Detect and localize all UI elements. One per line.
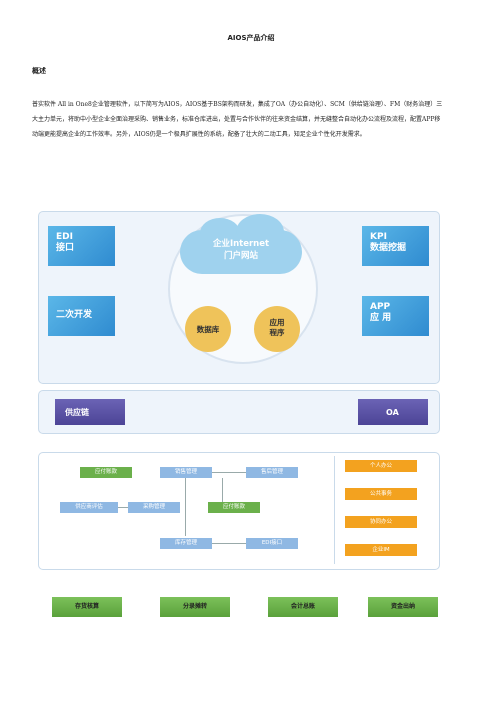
section-heading: 概述 <box>32 67 46 75</box>
modules-divider <box>334 456 335 564</box>
cloud-label: 企业Internet 门户网站 <box>212 239 270 261</box>
application-label: 应用 程序 <box>269 318 285 337</box>
finance-general-ledger: 会计总账 <box>268 597 338 617</box>
module-edi: EDI接口 <box>246 538 298 549</box>
supply-chain-bar: 供应链 <box>55 399 125 425</box>
connector-line <box>212 543 246 544</box>
module-sales: 销售管理 <box>160 467 212 478</box>
oa-enterprise-im: 企业IM <box>345 544 417 556</box>
module-purchase: 采购管理 <box>128 502 180 513</box>
module-accounts-payable: 应付账款 <box>80 467 132 478</box>
database-label: 数据库 <box>196 325 220 334</box>
module-supplier-eval: 供应商评估 <box>60 502 118 513</box>
module-inventory: 库存管理 <box>160 538 212 549</box>
oa-personal-office: 个人办公 <box>345 460 417 472</box>
cloud-bump-1 <box>200 218 240 248</box>
intro-paragraph: 普实软件 All in One8企业管理软件，以下简写为AIOS，AIOS基于B… <box>32 101 443 138</box>
connector-line <box>185 478 186 536</box>
module-accounts-receivable: 应付账款 <box>208 502 260 513</box>
module-after-sales: 售后管理 <box>246 467 298 478</box>
oa-public-affairs: 公共事务 <box>345 488 417 500</box>
cloud-bump-2 <box>236 214 284 250</box>
oa-bar: OA <box>358 399 428 425</box>
connector-line <box>212 472 246 473</box>
edi-interface-tile: EDI 接口 <box>48 226 115 266</box>
page-title: AIOS产品介绍 <box>227 34 275 42</box>
connector-line <box>118 507 128 508</box>
oa-collaborative: 协同办公 <box>345 516 417 528</box>
finance-cashier: 资金出纳 <box>368 597 438 617</box>
finance-entry-amortization: 分录摊转 <box>160 597 230 617</box>
application-circle <box>254 306 300 352</box>
kpi-mining-tile: KPI 数据挖掘 <box>362 226 429 266</box>
secondary-dev-tile: 二次开发 <box>48 296 115 336</box>
connector-line <box>222 478 223 502</box>
app-tile: APP 应 用 <box>362 296 429 336</box>
database-circle <box>185 306 231 352</box>
finance-inventory-accounting: 存货核算 <box>52 597 122 617</box>
